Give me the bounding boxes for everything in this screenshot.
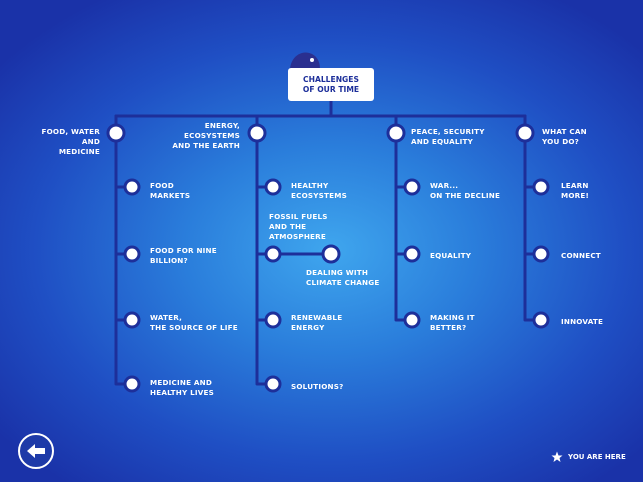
item-food-nine-billion[interactable]: FOOD FOR NINE BILLION? <box>150 246 217 265</box>
title-box[interactable]: CHALLENGES OF OUR TIME <box>288 68 374 101</box>
back-arrow-icon <box>27 444 45 458</box>
node-food-water-medicine[interactable] <box>106 123 126 143</box>
node-solutions[interactable] <box>264 375 282 393</box>
column-label-peace-security: PEACE, SECURITY AND EQUALITY <box>411 127 485 146</box>
item-innovate[interactable]: INNOVATE <box>561 317 604 326</box>
node-connect[interactable] <box>532 245 550 263</box>
item-making-it-better[interactable]: MAKING IT BETTER? <box>430 313 475 332</box>
item-war-decline[interactable]: WAR... ON THE DECLINE <box>430 181 501 200</box>
column-label-energy-ecosystems: ENERGY, ECOSYSTEMS AND THE EARTH <box>172 121 240 150</box>
item-dealing-climate-change[interactable]: DEALING WITH CLIMATE CHANGE <box>306 268 380 287</box>
node-peace-security[interactable] <box>386 123 406 143</box>
item-medicine-healthy-lives[interactable]: MEDICINE AND HEALTHY LIVES <box>150 378 215 397</box>
item-water-source-of-life[interactable]: WATER, THE SOURCE OF LIFE <box>150 313 238 332</box>
node-renewable-energy[interactable] <box>264 311 282 329</box>
node-war-decline[interactable] <box>403 178 421 196</box>
back-button[interactable] <box>18 433 54 469</box>
node-energy-ecosystems[interactable] <box>247 123 267 143</box>
node-water-source-of-life[interactable] <box>123 311 141 329</box>
item-connect[interactable]: CONNECT <box>561 251 601 260</box>
legend: YOU ARE HERE <box>551 451 626 463</box>
node-equality[interactable] <box>403 245 421 263</box>
item-food-markets[interactable]: FOOD MARKETS <box>150 181 191 200</box>
star-icon <box>551 451 563 462</box>
node-food-markets[interactable] <box>123 178 141 196</box>
node-learn-more[interactable] <box>532 178 550 196</box>
item-learn-more[interactable]: LEARN MORE! <box>561 181 589 200</box>
item-renewable-energy[interactable]: RENEWABLE ENERGY <box>291 313 343 332</box>
item-fossil-fuels[interactable]: FOSSIL FUELS AND THE ATMOSPHERE <box>269 212 328 241</box>
node-innovate[interactable] <box>532 311 550 329</box>
node-what-can-you-do[interactable] <box>515 123 535 143</box>
item-equality[interactable]: EQUALITY <box>430 251 472 260</box>
node-making-it-better[interactable] <box>403 311 421 329</box>
node-fossil-fuels[interactable] <box>264 245 282 263</box>
node-medicine-healthy-lives[interactable] <box>123 375 141 393</box>
node-healthy-ecosystems[interactable] <box>264 178 282 196</box>
node-food-nine-billion[interactable] <box>123 245 141 263</box>
legend-label: YOU ARE HERE <box>568 453 626 461</box>
column-label-what-can-you-do: WHAT CAN YOU DO? <box>542 127 587 146</box>
column-label-food-water-medicine: FOOD, WATER AND MEDICINE <box>41 127 100 156</box>
item-healthy-ecosystems[interactable]: HEALTHY ECOSYSTEMS <box>291 181 347 200</box>
node-dealing-climate-change[interactable] <box>321 244 341 264</box>
item-solutions[interactable]: SOLUTIONS? <box>291 382 344 391</box>
